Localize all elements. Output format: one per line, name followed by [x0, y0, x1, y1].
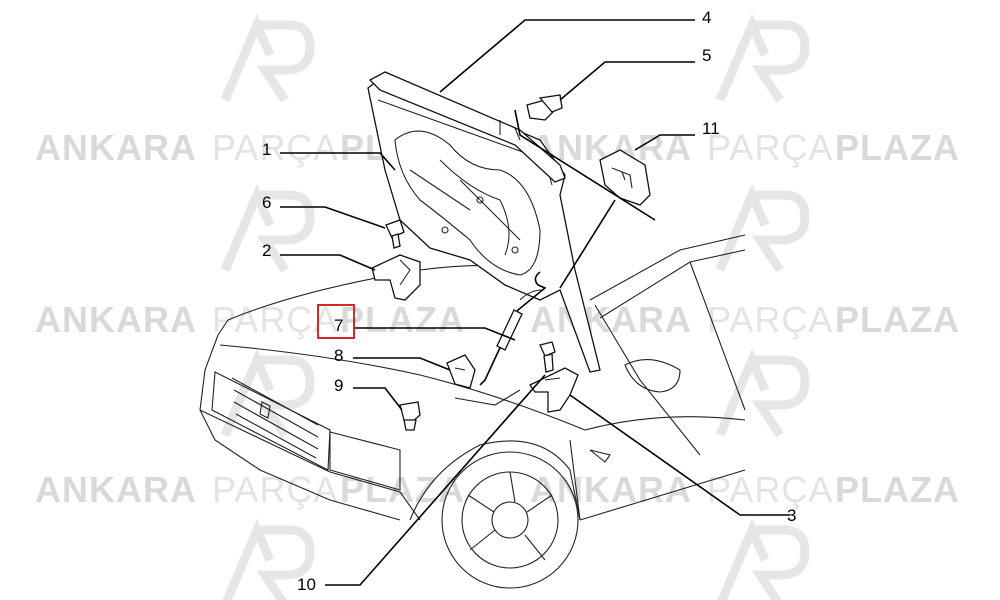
callout-1: 1 [262, 140, 271, 159]
screw [385, 219, 405, 249]
watermark-word-3: PLAZA [835, 299, 960, 340]
watermark-word-2: PARÇA [707, 469, 832, 510]
hinge-right [529, 367, 579, 413]
watermark-word-3: PLAZA [835, 127, 960, 168]
watermark-word-2: PARÇA [212, 127, 337, 168]
watermark-logos [220, 13, 810, 600]
watermark-word-1: ANKARA [530, 469, 692, 510]
svg-text:ANKARA PARÇA PLAZA: ANKARA PARÇA PLAZA [530, 469, 960, 510]
bolt [539, 341, 556, 373]
watermark-word-1: ANKARA [35, 299, 197, 340]
callout-4: 4 [702, 8, 711, 27]
svg-text:ANKARA PARÇA PLAZA: ANKARA PARÇA PLAZA [530, 299, 960, 340]
clip [446, 354, 476, 389]
watermark-word-3: PLAZA [340, 469, 465, 510]
hood-seal [368, 71, 566, 183]
callout-2: 2 [262, 241, 271, 260]
watermark-word-1: ANKARA [35, 127, 197, 168]
callout-labels: 4 5 11 1 6 2 7 8 9 3 10 [262, 8, 796, 594]
callout-8: 8 [334, 346, 343, 365]
watermark-word-3: PLAZA [340, 299, 465, 340]
callout-5: 5 [702, 46, 711, 65]
hinge-left [371, 254, 421, 301]
callout-9: 9 [334, 376, 343, 395]
callout-7: 7 [334, 316, 343, 335]
hood-latch [599, 149, 651, 206]
prop-rod [479, 271, 547, 386]
watermark-word-3: PLAZA [835, 469, 960, 510]
watermark-row-3: ANKARA PARÇA PLAZA ANKARA PARÇA PLAZA [35, 469, 960, 510]
watermark-word-1: ANKARA [530, 299, 692, 340]
callout-6: 6 [262, 193, 271, 212]
callout-10: 10 [297, 575, 316, 594]
bump-stop [526, 94, 563, 121]
rod-holder [399, 401, 421, 431]
watermark-word-2: PARÇA [707, 299, 832, 340]
car-body [199, 234, 746, 589]
leader-lines [280, 19, 790, 586]
svg-text:ANKARA PARÇA PLAZA: ANKARA PARÇA PLAZA [35, 299, 465, 340]
callout-3: 3 [787, 506, 796, 525]
watermark-word-1: ANKARA [35, 469, 197, 510]
watermark-row-2: ANKARA PARÇA PLAZA ANKARA PARÇA PLAZA [35, 299, 960, 340]
watermark-word-2: PARÇA [212, 299, 337, 340]
highlight-box [317, 304, 355, 339]
watermark-word-2: PARÇA [707, 127, 832, 168]
watermark-word-2: PARÇA [212, 469, 337, 510]
callout-11: 11 [702, 119, 720, 138]
svg-text:ANKARA PARÇA PLAZA: ANKARA PARÇA PLAZA [530, 127, 960, 168]
